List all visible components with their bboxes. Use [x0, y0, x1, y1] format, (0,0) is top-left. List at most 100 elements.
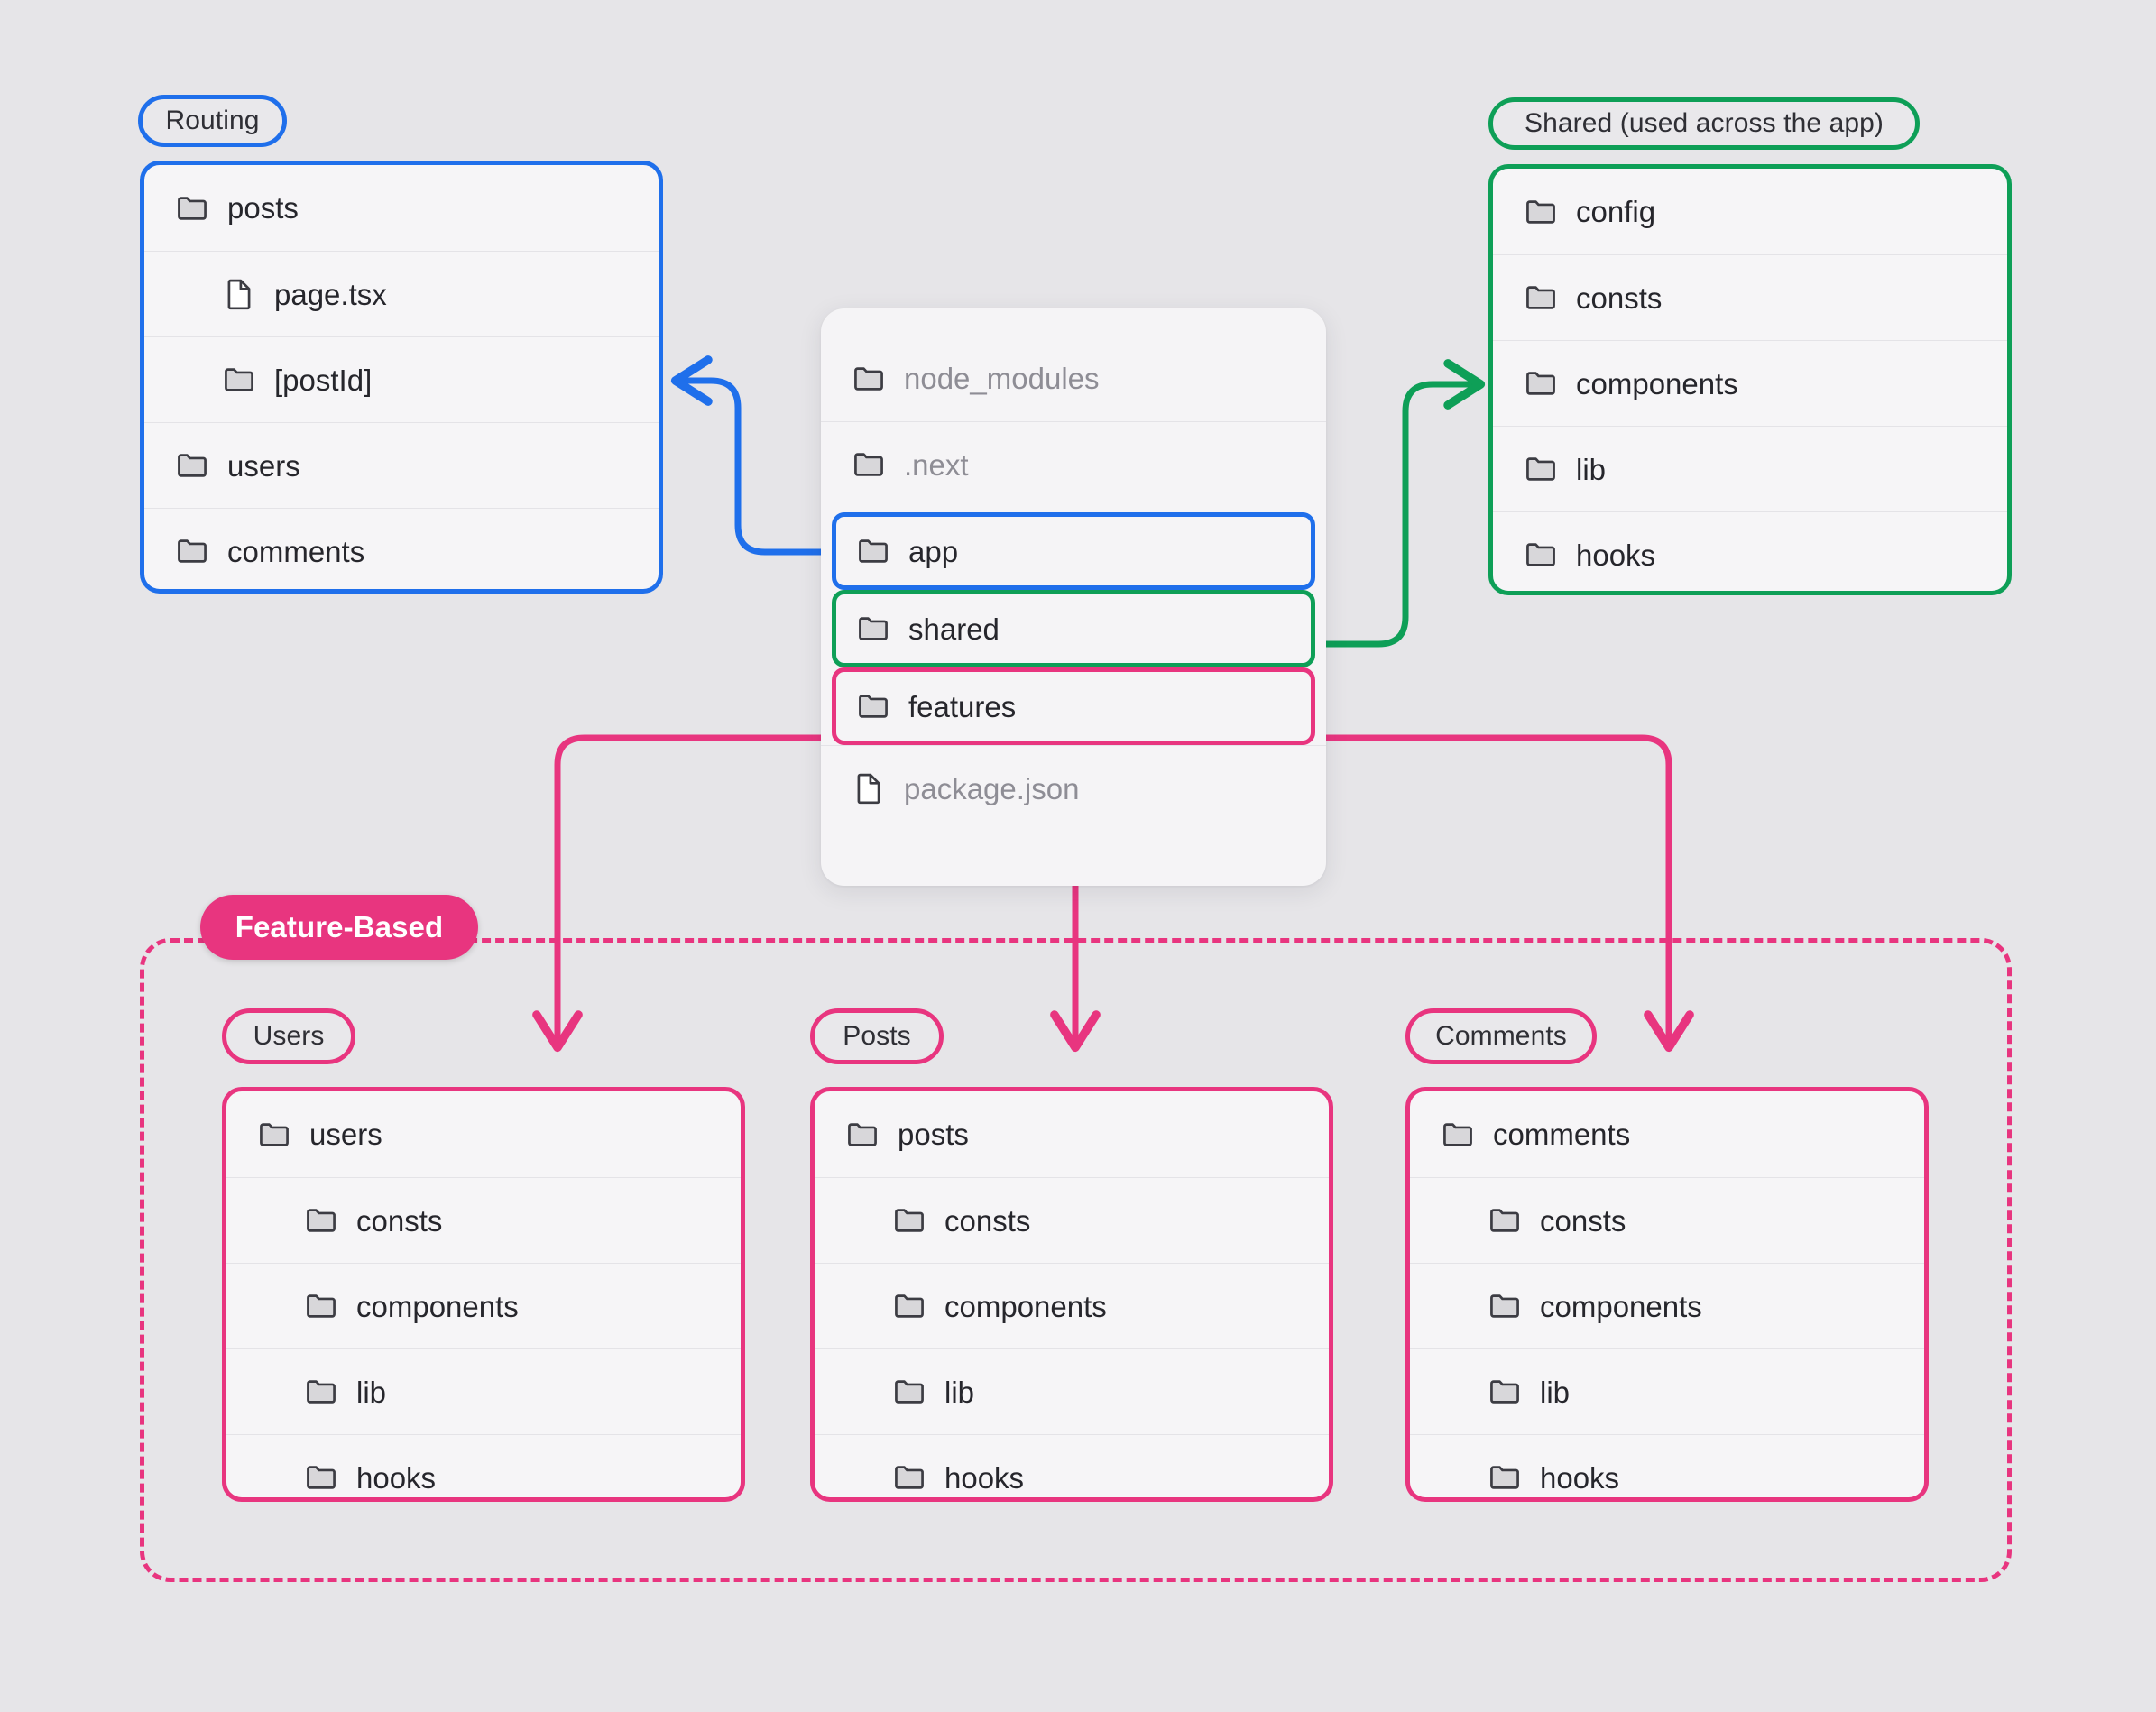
tree-row[interactable]: lib: [1410, 1348, 1924, 1434]
tag-shared: Shared (used across the app): [1488, 97, 1920, 150]
folder-icon: [1490, 1294, 1519, 1318]
folder-icon: [307, 1380, 336, 1404]
tree-row[interactable]: shared: [832, 590, 1315, 667]
tree-row-label: lib: [1540, 1375, 1571, 1409]
tree-row-label: users: [227, 448, 300, 483]
tree-row[interactable]: components: [815, 1263, 1329, 1348]
file-icon: [857, 773, 880, 805]
tree-row-label: package.json: [904, 771, 1080, 805]
tree-row[interactable]: [postId]: [144, 336, 659, 422]
tree-row[interactable]: page.tsx: [144, 251, 659, 336]
badge-feature-based-label: Feature-Based: [235, 910, 444, 943]
tree-row-label: consts: [1540, 1203, 1626, 1238]
folder-icon: [260, 1122, 289, 1146]
tree-row-label: comments: [227, 534, 365, 568]
folder-icon: [895, 1209, 924, 1232]
tree-row[interactable]: users: [144, 422, 659, 508]
tree-row[interactable]: comments: [144, 508, 659, 589]
tree-row-label: hooks: [1540, 1460, 1620, 1495]
tree-row[interactable]: comments: [1410, 1091, 1924, 1177]
tree-row-label: lib: [356, 1375, 387, 1409]
tree-row[interactable]: consts: [1410, 1177, 1924, 1263]
tree-row-label: shared: [908, 612, 1000, 646]
tree-row[interactable]: posts: [815, 1091, 1329, 1177]
tree-row-label: posts: [227, 191, 299, 225]
tag-shared-label: Shared (used across the app): [1524, 108, 1884, 138]
tree-row[interactable]: consts: [1493, 254, 2007, 340]
comments-feature-card: comments consts components lib hooks: [1405, 1087, 1929, 1502]
tree-row-label: users: [309, 1118, 382, 1151]
folder-icon: [1526, 286, 1555, 309]
tree-row-label: config: [1576, 195, 1656, 228]
folder-icon: [307, 1209, 336, 1232]
folder-icon: [854, 366, 883, 391]
folder-icon: [307, 1294, 336, 1318]
tag-routing: Routing: [138, 95, 287, 147]
tag-comments: Comments: [1405, 1008, 1597, 1064]
tree-row[interactable]: components: [1493, 340, 2007, 426]
tree-row-label: .next: [904, 447, 969, 482]
tree-row-label: features: [908, 689, 1017, 723]
connector-shared-to-shared-card: [1312, 359, 1486, 648]
tree-row[interactable]: app: [832, 512, 1315, 590]
tree-row[interactable]: node_modules: [821, 336, 1326, 421]
tree-row[interactable]: components: [1410, 1263, 1924, 1348]
tree-row-label: consts: [944, 1203, 1031, 1238]
project-root-card: node_modules .next app shared features packag…: [821, 308, 1326, 886]
folder-icon: [854, 453, 883, 476]
folder-icon: [1526, 457, 1555, 481]
tree-row[interactable]: lib: [1493, 426, 2007, 511]
tag-posts-label: Posts: [843, 1021, 911, 1051]
tree-row[interactable]: hooks: [226, 1434, 741, 1497]
tree-row-label: node_modules: [904, 362, 1100, 395]
tree-row[interactable]: users: [226, 1091, 741, 1177]
folder-icon: [859, 617, 888, 640]
file-icon: [227, 279, 251, 310]
tree-row[interactable]: hooks: [815, 1434, 1329, 1497]
tree-row[interactable]: hooks: [1493, 511, 2007, 591]
tree-row[interactable]: lib: [815, 1348, 1329, 1434]
tree-row[interactable]: features: [832, 667, 1315, 745]
folder-icon: [307, 1466, 336, 1489]
tree-row-label: page.tsx: [274, 277, 387, 311]
folder-icon: [859, 539, 888, 563]
tree-row[interactable]: consts: [815, 1177, 1329, 1263]
tree-row[interactable]: .next: [821, 421, 1326, 507]
folder-icon: [895, 1380, 924, 1404]
tree-row[interactable]: config: [1493, 169, 2007, 254]
tree-row-label: lib: [944, 1375, 975, 1409]
folder-icon: [1526, 372, 1555, 395]
folder-icon: [895, 1294, 924, 1318]
badge-feature-based: Feature-Based: [200, 895, 478, 960]
tree-row[interactable]: posts: [144, 165, 659, 251]
tree-row-label: posts: [898, 1118, 969, 1151]
tree-row-label: lib: [1576, 452, 1607, 486]
folder-icon: [895, 1466, 924, 1489]
tree-row-label: comments: [1493, 1118, 1631, 1151]
tag-routing-label: Routing: [165, 106, 260, 135]
folder-icon: [848, 1122, 877, 1146]
tree-row[interactable]: lib: [226, 1348, 741, 1434]
connector-features-to-users: [532, 734, 825, 1053]
tree-row[interactable]: consts: [226, 1177, 741, 1263]
tree-row[interactable]: hooks: [1410, 1434, 1924, 1497]
connector-app-to-routing: [670, 355, 825, 556]
folder-icon: [1490, 1209, 1519, 1232]
routing-card: posts page.tsx [postId] users comments: [140, 161, 663, 594]
tree-row-label: [postId]: [274, 363, 373, 397]
posts-feature-card: posts consts components lib hooks: [810, 1087, 1333, 1502]
tree-row-label: consts: [1576, 281, 1663, 315]
folder-icon: [178, 196, 207, 220]
tree-row[interactable]: package.json: [821, 745, 1326, 831]
folder-icon: [1526, 543, 1555, 566]
tree-row-label: consts: [356, 1203, 443, 1238]
tree-row[interactable]: components: [226, 1263, 741, 1348]
folder-icon: [1526, 199, 1555, 224]
tag-users: Users: [222, 1008, 355, 1064]
tree-row-label: components: [944, 1289, 1107, 1323]
users-feature-card: users consts components lib hooks: [222, 1087, 745, 1502]
tree-row-label: components: [1576, 366, 1738, 400]
tree-row-label: hooks: [1576, 538, 1656, 572]
folder-icon: [1490, 1380, 1519, 1404]
